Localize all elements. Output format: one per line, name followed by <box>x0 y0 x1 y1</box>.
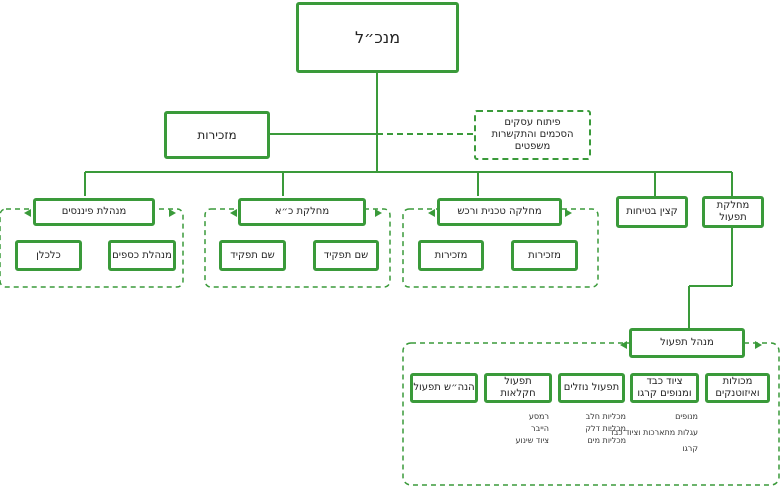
finance-manager-label: מנהלת כספים <box>112 249 172 261</box>
hr-role-box-1: שם תפקיד <box>313 240 379 271</box>
finance-manager-box: מנהלת כספים <box>108 240 176 271</box>
list-item: מנופים <box>675 412 698 421</box>
bizdev-line-2: הסכמים והתקשרות <box>491 129 574 140</box>
heavy-equipment-list: מנופים עגלות מתארכות וציוד כבד קרגו <box>609 411 698 455</box>
ops-accounting-label: הנה״ש תפעול <box>413 382 475 393</box>
ops-manager-label: מנהל תפעול <box>660 337 714 348</box>
tech-secretariat-box-1: מזכירות <box>511 240 578 271</box>
list-item: קרגו <box>682 444 698 453</box>
containers-label: מכולות ואיזוטנקים <box>715 376 760 399</box>
list-item: עגלות מתארכות וציוד כבד <box>609 428 698 437</box>
economist-box: כלכלן <box>15 240 82 271</box>
liquids-ops-label: תפעול נוזלים <box>563 382 620 393</box>
ceo-box: מנכ״ל <box>296 2 459 73</box>
list-item: מכליות חלב <box>585 412 626 421</box>
ops-dept-label: מחלקת תפעול <box>716 200 750 223</box>
secretariat-box: מזכירות <box>164 111 270 159</box>
heavy-equipment-box: ציוד כבד ומנופים קרגו <box>630 373 699 403</box>
list-item: ציוד שינוע <box>515 436 549 445</box>
agriculture-ops-box: תפעול חקלאות <box>484 373 552 403</box>
list-item: רמסע <box>528 412 549 421</box>
tech-secretariat-label-1: מזכירות <box>528 249 561 261</box>
hr-dept-label: מחלקת כ״א <box>274 206 330 217</box>
list-item: מכליות מים <box>587 436 626 445</box>
liquids-ops-box: תפעול נוזלים <box>558 373 625 403</box>
hr-dept-box: מחלקת כ״א <box>238 198 366 226</box>
containers-box: מכולות ואיזוטנקים <box>705 373 770 403</box>
bizdev-line-1: פיתוח עסקים <box>504 117 561 128</box>
list-item: הייבר <box>531 424 549 433</box>
agriculture-ops-label: תפעול חקלאות <box>500 376 536 399</box>
ceo-label: מנכ״ל <box>354 27 401 47</box>
liquids-list: מכליות חלב מכליות דלק מכליות מים <box>585 411 626 447</box>
bizdev-box: פיתוח עסקים הסכמים והתקשרות משפטים <box>474 110 591 160</box>
agriculture-list: רמסע הייבר ציוד שינוע <box>516 411 549 447</box>
safety-officer-box: קצין בטיחות <box>616 196 688 228</box>
safety-officer-label: קצין בטיחות <box>626 206 678 217</box>
tech-dept-box: מחלקה טכנית ורכש <box>437 198 562 226</box>
hr-role-box-2: שם תפקיד <box>219 240 286 271</box>
tech-dept-label: מחלקה טכנית ורכש <box>457 206 542 217</box>
ops-manager-box: מנהל תפעול <box>629 328 745 358</box>
tech-secretariat-label-2: מזכירות <box>434 249 468 261</box>
ops-dept-box: מחלקת תפעול <box>702 196 764 228</box>
ops-accounting-box: הנה״ש תפעול <box>410 373 478 403</box>
bizdev-line-3: משפטים <box>514 141 551 152</box>
hr-role-label-2: שם תפקיד <box>230 249 275 261</box>
list-item: מכליות דלק <box>585 424 626 433</box>
hr-role-label-1: שם תפקיד <box>323 249 369 261</box>
tech-secretariat-box-2: מזכירות <box>418 240 484 271</box>
finance-dept-box: מנהלת פיננסים <box>33 198 155 226</box>
secretariat-label: מזכירות <box>197 127 237 142</box>
heavy-equipment-label: ציוד כבד ומנופים קרגו <box>637 376 692 399</box>
economist-label: כלכלן <box>36 249 61 261</box>
finance-dept-label: מנהלת פיננסים <box>61 206 127 217</box>
